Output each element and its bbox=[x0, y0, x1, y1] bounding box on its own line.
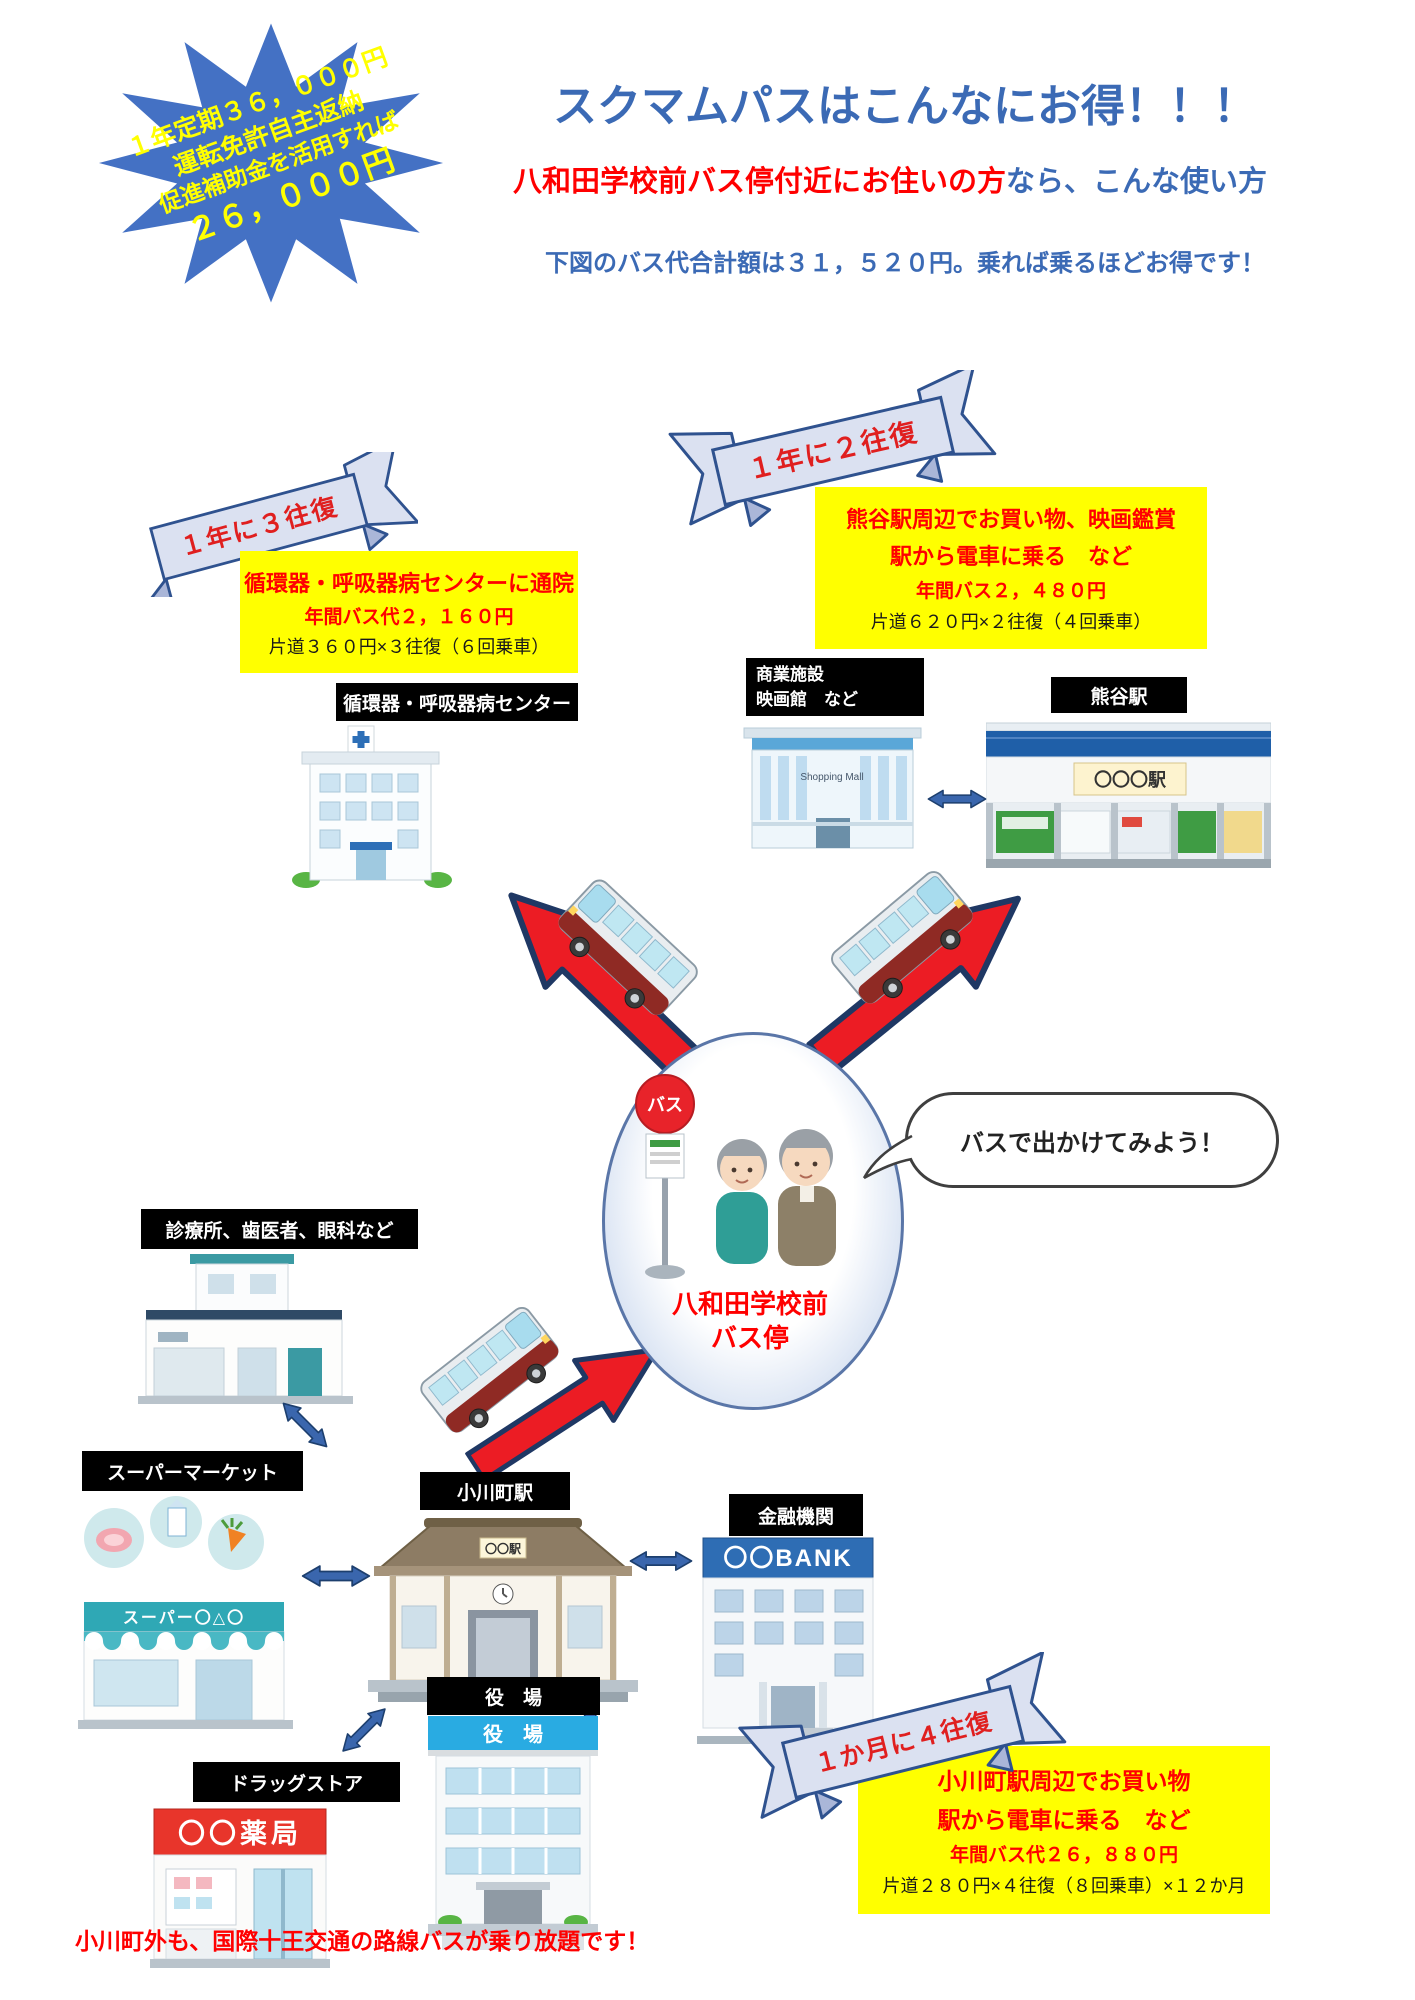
supermarket-building: スーパー〇△〇 bbox=[78, 1496, 293, 1729]
ribbon-banner-ogawa: １か月に４往復 bbox=[738, 1652, 1067, 1820]
bus-stop-sign-icon bbox=[635, 1074, 695, 1134]
bus-stop-sign-text: バス bbox=[647, 1095, 683, 1115]
carrot-icon bbox=[228, 1528, 246, 1552]
starburst-shape bbox=[98, 23, 444, 303]
total-summary: 下図のバス代合計額は３１，５２０円。乗れば乗るほどお得です！ bbox=[545, 250, 1265, 277]
bus-stop-and-couple-illustration: バス bbox=[635, 1074, 836, 1279]
double-arrow-mall-station bbox=[927, 789, 987, 809]
kumagaya-station-label: 熊谷駅 bbox=[1051, 677, 1187, 713]
hospital-fare-detail: 片道３６０円×３往復（６回乗車） bbox=[268, 636, 550, 657]
ogawa-usage-title: 小川町駅周辺でお買い物 bbox=[937, 1768, 1191, 1794]
bank-label: 金融機関 bbox=[729, 1494, 863, 1536]
fare-box-kumagaya: 熊谷駅周辺でお買い物、映画鑑賞 駅から電車に乗る など 年間バス２，４８０円 片… bbox=[815, 487, 1207, 649]
clinic-label: 診療所、歯医者、眼科など bbox=[141, 1209, 418, 1249]
footer-note: 小川町外も、国際十王交通の路線バスが乗り放題です！ bbox=[75, 1928, 650, 1954]
hospital-annual-fare: 年間バス代２，１６０円 bbox=[304, 606, 514, 628]
hospital-name-label: 循環器・呼吸器病センター bbox=[336, 683, 578, 721]
double-arrow-clinic-station bbox=[282, 1402, 328, 1448]
medical-cross-icon bbox=[352, 731, 370, 748]
ogawa-usage-title2: 駅から電車に乗る など bbox=[937, 1807, 1191, 1833]
drugstore-sign-text: 〇〇薬局 bbox=[178, 1819, 302, 1849]
kumagaya-station-sign-text: 〇〇〇駅 bbox=[1094, 770, 1167, 790]
subtitle: 八和田学校前バス停付近にお住いの方なら、こんな使い方 bbox=[440, 158, 1340, 200]
hospital-usage-title: 循環器・呼吸器病センターに通院 bbox=[243, 570, 574, 596]
drugstore-building: 〇〇薬局 bbox=[150, 1808, 330, 1968]
bus-stop-name-line1: 八和田学校前 bbox=[671, 1289, 828, 1319]
drugstore-label: ドラッグストア bbox=[193, 1762, 400, 1802]
bank-sign-text: 〇〇BANK bbox=[723, 1545, 852, 1572]
hospital-building bbox=[292, 725, 452, 888]
mall-label: 商業施設 映画館 など bbox=[746, 658, 924, 716]
awning bbox=[84, 1632, 284, 1650]
bus-to-kumagaya bbox=[831, 871, 973, 1004]
red-arrow-to-hospital bbox=[508, 892, 710, 1088]
fare-box-hospital: 循環器・呼吸器病センターに通院 年間バス代２，１６０円 片道３６０円×３往復（６… bbox=[240, 551, 578, 673]
town-hall-building: 役 場 bbox=[428, 1716, 598, 1950]
bus-stop-name: 八和田学校前 バス停 bbox=[622, 1288, 878, 1356]
ribbon-banner-kumagaya: １年に２往復 bbox=[668, 370, 997, 527]
shopping-mall-building: Shopping Mall bbox=[743, 727, 922, 849]
mall-sign-text: Shopping Mall bbox=[800, 772, 863, 783]
bus-to-bus-stop bbox=[420, 1306, 559, 1433]
page-title: スクマムパスはこんなにお得！！！ bbox=[553, 82, 1257, 131]
bus-stop-name-line2: バス停 bbox=[710, 1322, 789, 1353]
kumagaya-station-building: 〇〇〇駅 bbox=[986, 722, 1271, 868]
kumagaya-usage-title: 熊谷駅周辺でお買い物、映画鑑賞 bbox=[845, 507, 1176, 532]
kumagaya-annual-fare: 年間バス２，４８０円 bbox=[915, 581, 1106, 602]
red-arrow-from-ogawa-station bbox=[464, 1347, 660, 1483]
kumagaya-usage-title2: 駅から電車に乗る など bbox=[889, 544, 1132, 569]
double-arrow-station-bank bbox=[629, 1551, 693, 1571]
kumagaya-fare-detail: 片道６２０円×２往復（４回乗車） bbox=[870, 612, 1152, 632]
ribbon-banner-hospital: １年に３往復 bbox=[148, 452, 418, 597]
ogawa-annual-fare: 年間バス代２６，８８０円 bbox=[949, 1845, 1178, 1866]
clinic-building bbox=[138, 1254, 353, 1404]
supermarket-label: スーパーマーケット bbox=[82, 1451, 303, 1491]
fare-box-ogawa: 小川町駅周辺でお買い物 駅から電車に乗る など 年間バス代２６，８８０円 片道２… bbox=[858, 1746, 1270, 1914]
town-hall-band-text: 役 場 bbox=[483, 1722, 543, 1746]
supermarket-sign-text: スーパー〇△〇 bbox=[123, 1608, 245, 1627]
ogawa-fare-detail: 片道２８０円×４往復（８回乗車）×１２か月 bbox=[882, 1876, 1246, 1896]
bus-to-hospital bbox=[558, 879, 698, 1016]
double-arrow-drugstore-station bbox=[342, 1708, 386, 1752]
ogawa-station-label: 小川町駅 bbox=[420, 1472, 570, 1510]
mall-label-line1: 商業施設 bbox=[756, 664, 824, 684]
subtitle-blue-part: なら、こんな使い方 bbox=[1006, 166, 1268, 198]
town-hall-label: 役 場 bbox=[427, 1677, 600, 1715]
ogawa-station-building: 〇〇駅 bbox=[368, 1518, 638, 1702]
milk-carton-icon bbox=[167, 1507, 187, 1537]
ogawa-station-sign-text: 〇〇駅 bbox=[485, 1541, 522, 1556]
speech-bubble: バスで出かけてみよう！ bbox=[905, 1092, 1279, 1188]
subtitle-red-part: 八和田学校前バス停付近にお住いの方 bbox=[512, 166, 1006, 198]
speech-bubble-tail bbox=[862, 1134, 913, 1180]
mall-label-line2: 映画館 など bbox=[756, 690, 858, 709]
double-arrow-supermarket-station bbox=[301, 1565, 371, 1587]
